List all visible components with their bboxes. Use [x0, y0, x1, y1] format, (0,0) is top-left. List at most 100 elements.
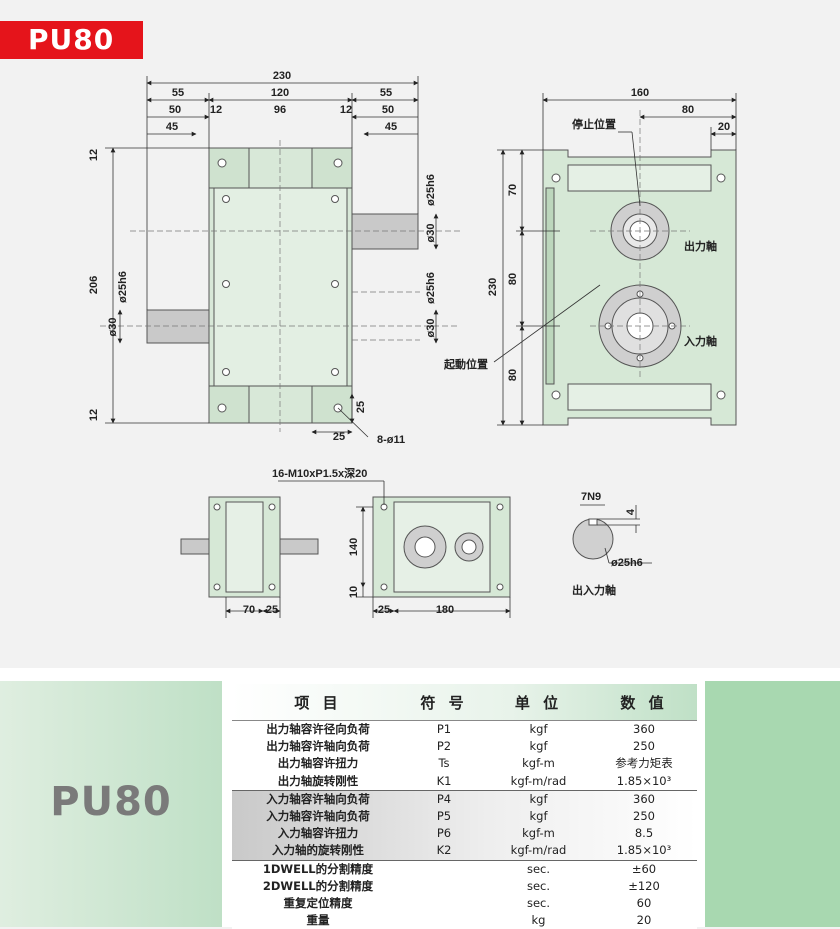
cell-value: 1.85×10³ — [593, 773, 695, 790]
header-unit: 单 位 — [484, 692, 593, 713]
cell-unit: kg — [484, 912, 593, 929]
dim-70: 70 — [507, 184, 519, 196]
dim-25-bottom: 25 — [378, 604, 390, 616]
cell-item: 2DWELL的分割精度 — [232, 878, 404, 895]
cell-symbol — [404, 878, 484, 895]
cell-value: 250 — [593, 808, 695, 825]
cell-item: 出力轴容许径向负荷 — [232, 721, 404, 738]
label-output-shaft: 出力軸 — [684, 239, 717, 253]
dim-45-left: 45 — [166, 121, 178, 133]
cell-value: 360 — [593, 721, 695, 738]
cell-symbol: Ts — [404, 755, 484, 772]
cell-symbol: P6 — [404, 825, 484, 842]
dim-7n9: 7N9 — [581, 491, 601, 503]
dim-25h6-shaft: ø25h6 — [611, 557, 643, 569]
cell-item: 出力轴容许扭力 — [232, 755, 404, 772]
product-title-badge: PU80 — [0, 21, 143, 59]
side-view — [543, 150, 736, 425]
model-name: PU80 — [0, 779, 222, 825]
cell-item: 入力轴容许轴向负荷 — [232, 808, 404, 825]
dim-25h6-c: ø25h6 — [117, 271, 129, 303]
cell-unit: sec. — [484, 895, 593, 912]
dim-10: 10 — [348, 586, 360, 598]
dim-25h6-b: ø25h6 — [425, 272, 437, 304]
cell-item: 入力轴的旋转刚性 — [232, 842, 404, 859]
cell-value: 20 — [593, 912, 695, 929]
cell-value: 1.85×10³ — [593, 842, 695, 859]
dim-80-middle: 80 — [507, 273, 519, 285]
header-item: 项 目 — [232, 692, 404, 713]
cell-symbol: K2 — [404, 842, 484, 859]
dim-206: 206 — [88, 276, 100, 294]
dim-25-top-view: 25 — [266, 604, 278, 616]
table-row: 2DWELL的分割精度 sec.±120 — [232, 878, 697, 895]
cell-unit: sec. — [484, 878, 593, 895]
cell-item: 重量 — [232, 912, 404, 929]
dim-12-bottom: 12 — [88, 409, 100, 421]
cell-symbol: P4 — [404, 791, 484, 808]
cell-item: 1DWELL的分割精度 — [232, 861, 404, 878]
cell-value: 参考力矩表 — [593, 755, 695, 772]
dim-25-horizontal: 25 — [333, 431, 345, 443]
cell-value: ±120 — [593, 878, 695, 895]
cell-symbol: K1 — [404, 773, 484, 790]
dim-8-holes: 8-ø11 — [377, 434, 405, 446]
header-value: 数 值 — [593, 692, 695, 713]
cell-unit: kgf-m — [484, 825, 593, 842]
cell-item: 入力轴容许扭力 — [232, 825, 404, 842]
cell-item: 重复定位精度 — [232, 895, 404, 912]
cell-value: ±60 — [593, 861, 695, 878]
precision-group: 1DWELL的分割精度 sec.±60 2DWELL的分割精度 sec.±120 重… — [232, 861, 697, 929]
dim-160: 160 — [631, 87, 649, 99]
cell-unit: kgf-m/rad — [484, 773, 593, 790]
cell-symbol: P5 — [404, 808, 484, 825]
label-input-shaft: 入力軸 — [684, 334, 717, 348]
dim-50-left: 50 — [169, 104, 181, 116]
cell-unit: kgf-m/rad — [484, 842, 593, 859]
technical-drawing: 230 55 120 55 50 12 96 12 50 45 45 12 20… — [0, 0, 840, 668]
dim-70-top-view: 70 — [243, 604, 255, 616]
label-m10-thread: 16-M10xP1.5x深20 — [272, 466, 367, 480]
dim-120: 120 — [271, 87, 289, 99]
dim-12-right: 12 — [340, 104, 352, 116]
dim-4: 4 — [625, 508, 637, 515]
label-stop-position: 停止位置 — [572, 117, 616, 131]
cell-unit: kgf-m — [484, 755, 593, 772]
table-row: 1DWELL的分割精度 sec.±60 — [232, 861, 697, 878]
spec-table-header: 项 目 符 号 单 位 数 值 — [232, 684, 697, 721]
cell-unit: kgf — [484, 738, 593, 755]
dim-25-vertical: 25 — [355, 401, 367, 413]
header-symbol: 符 号 — [404, 692, 484, 713]
cell-symbol: P2 — [404, 738, 484, 755]
cell-unit: sec. — [484, 861, 593, 878]
cell-symbol — [404, 912, 484, 929]
cell-value: 8.5 — [593, 825, 695, 842]
cell-value: 250 — [593, 738, 695, 755]
cell-item: 出力轴旋转刚性 — [232, 773, 404, 790]
model-panel: PU80 — [0, 681, 222, 927]
dim-25h6-a: ø25h6 — [425, 174, 437, 206]
dim-30-b: ø30 — [425, 319, 437, 338]
cell-symbol — [404, 895, 484, 912]
dim-20: 20 — [718, 121, 730, 133]
dim-80-bottom: 80 — [507, 369, 519, 381]
cell-item: 入力轴容许轴向负荷 — [232, 791, 404, 808]
cell-item: 出力轴容许轴向负荷 — [232, 738, 404, 755]
decorative-panel — [705, 681, 840, 927]
cell-unit: kgf — [484, 721, 593, 738]
bottom-front-view — [373, 497, 510, 597]
dim-230-top: 230 — [273, 70, 291, 82]
label-start-position: 起動位置 — [443, 357, 488, 371]
dim-50-right: 50 — [382, 104, 394, 116]
